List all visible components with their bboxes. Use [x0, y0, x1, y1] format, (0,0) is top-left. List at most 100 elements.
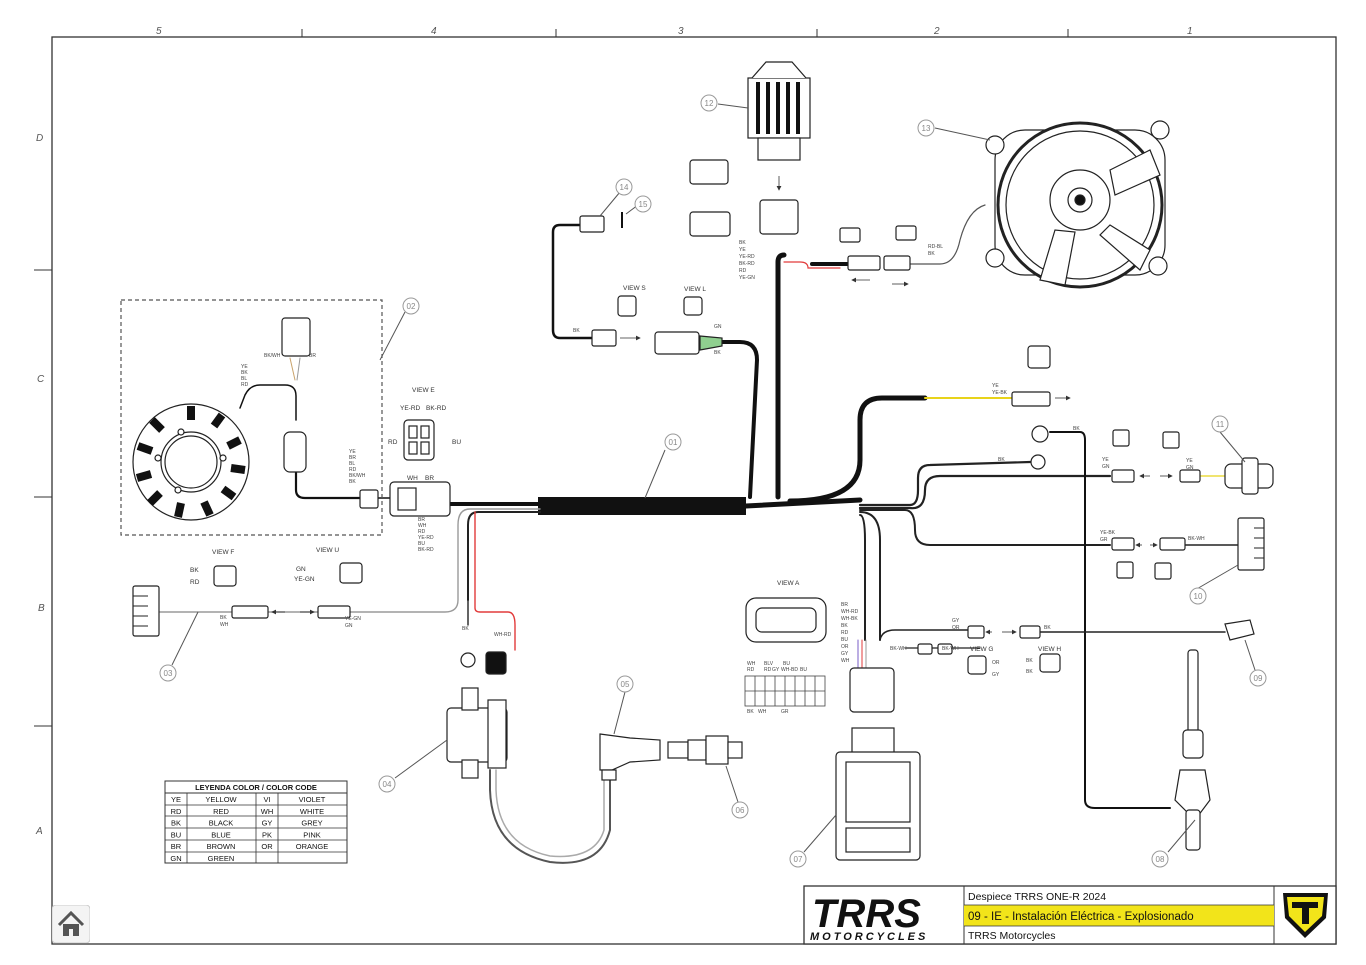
svg-text:02: 02: [407, 302, 416, 311]
callout-01: 01: [664, 433, 682, 451]
svg-text:BR: BR: [425, 475, 434, 482]
svg-text:YE: YE: [349, 449, 356, 455]
svg-text:YE-GN: YE-GN: [294, 576, 315, 583]
svg-text:BK-WH: BK-WH: [942, 646, 959, 652]
callout-13: 13: [917, 119, 935, 137]
legend-title: LEYENDA COLOR / COLOR CODE: [195, 783, 317, 792]
spark-plug-cap: [599, 733, 661, 771]
brand-logo-subtext: MOTORCYCLES: [810, 931, 928, 943]
svg-text:BK-RD: BK-RD: [418, 547, 434, 553]
ignition-coil: [446, 687, 508, 779]
svg-text:YE: YE: [992, 383, 999, 389]
callout-06: 06: [731, 801, 749, 819]
regulator-plug: [759, 199, 799, 235]
legend-cell: GY: [262, 819, 273, 828]
svg-text:04: 04: [383, 780, 392, 789]
svg-text:GN: GN: [345, 623, 353, 629]
title-line-2: 09 - IE - Instalación Eléctrica - Explos…: [968, 911, 1194, 923]
drawing-frame: 5 4 3 2 1 D C B A: [34, 26, 1337, 945]
rectifier-box: [1237, 517, 1265, 571]
svg-text:BK: BK: [220, 615, 227, 621]
spark-plug: [667, 735, 743, 765]
legend-cell: GREY: [301, 819, 322, 828]
svg-text:RD: RD: [739, 268, 747, 274]
svg-text:RD: RD: [241, 382, 249, 388]
legend-cell: VIOLET: [299, 795, 326, 804]
svg-text:YE: YE: [1186, 458, 1193, 464]
legend-cell: BLUE: [211, 830, 231, 839]
brand-logo-text: TRRS: [812, 892, 921, 936]
svg-text:BU: BU: [800, 667, 807, 673]
view-u-plug: [339, 562, 363, 584]
temp-sensor: [579, 215, 605, 233]
svg-text:YE-RD: YE-RD: [418, 535, 434, 541]
column-label: 5: [156, 26, 162, 37]
svg-text:GY: GY: [992, 672, 1000, 678]
stator-group-box: [120, 299, 383, 536]
svg-text:GR: GR: [781, 709, 789, 715]
svg-text:BK: BK: [190, 567, 199, 574]
stator: [132, 403, 250, 521]
home-icon: [51, 904, 91, 944]
legend-cell: OR: [261, 842, 273, 851]
legend-cell: GREEN: [208, 854, 235, 863]
view-g-title: VIEW G: [970, 646, 993, 653]
legend-cell: BROWN: [207, 842, 236, 851]
svg-text:13: 13: [922, 124, 931, 133]
row-label: A: [35, 826, 43, 837]
callout-02: 02: [402, 297, 420, 315]
legend-cell: GN: [170, 854, 181, 863]
view-s-plug: [1027, 345, 1051, 369]
home-button[interactable]: [51, 904, 91, 944]
svg-text:BR: BR: [349, 455, 356, 461]
stator-plug: [359, 489, 379, 509]
svg-text:RD: RD: [747, 667, 755, 673]
svg-text:RD-BL: RD-BL: [928, 244, 943, 250]
svg-text:BK: BK: [1026, 669, 1033, 675]
svg-text:07: 07: [794, 855, 803, 864]
callout-05: 05: [616, 675, 634, 693]
svg-text:15: 15: [639, 200, 648, 209]
lambda-sensor: [1174, 649, 1211, 851]
svg-text:BU: BU: [452, 439, 461, 446]
svg-text:WH-RD: WH-RD: [494, 632, 512, 638]
svg-text:YE: YE: [1102, 457, 1109, 463]
row-label: C: [37, 374, 45, 385]
svg-text:BK: BK: [1044, 625, 1051, 631]
svg-text:GN: GN: [296, 566, 306, 573]
svg-text:YE-RD: YE-RD: [739, 254, 755, 260]
svg-text:BK: BK: [747, 709, 754, 715]
ecu-plug: [849, 667, 895, 713]
svg-text:WH: WH: [747, 661, 756, 667]
svg-text:YE-RD: YE-RD: [400, 405, 421, 412]
legend-cell: VI: [263, 795, 270, 804]
callouts: 01 02 03 04 05 06 07 08 09 10 11 12 13 1…: [159, 94, 1267, 868]
svg-text:YE-GN: YE-GN: [739, 275, 755, 281]
callout-08: 08: [1151, 850, 1169, 868]
svg-text:BU: BU: [783, 661, 790, 667]
svg-text:BK: BK: [841, 623, 848, 629]
callout-04: 04: [378, 775, 396, 793]
main-harness: [159, 204, 1241, 864]
svg-text:BL: BL: [241, 376, 247, 382]
svg-text:09: 09: [1254, 674, 1263, 683]
column-label: 2: [933, 26, 940, 37]
svg-text:14: 14: [620, 183, 629, 192]
column-label: 3: [678, 26, 684, 37]
svg-text:RD: RD: [190, 579, 200, 586]
svg-text:BK: BK: [241, 370, 248, 376]
wire-labels: BK/WH BR YE BK BL RD YE BR BL RD BK/WH B…: [190, 240, 1205, 715]
svg-text:BR: BR: [418, 517, 425, 523]
svg-text:OR: OR: [992, 660, 1000, 666]
svg-text:OR: OR: [952, 625, 960, 631]
kill-switch: [1224, 619, 1255, 641]
pin-grid: [744, 675, 826, 707]
regulator-view: [689, 159, 729, 185]
svg-text:10: 10: [1194, 592, 1203, 601]
svg-text:BK: BK: [928, 251, 935, 257]
stator-pickup: [281, 317, 311, 357]
svg-text:GN: GN: [1102, 464, 1110, 470]
svg-text:08: 08: [1156, 855, 1165, 864]
svg-text:12: 12: [705, 99, 714, 108]
svg-text:GN: GN: [1186, 465, 1194, 471]
